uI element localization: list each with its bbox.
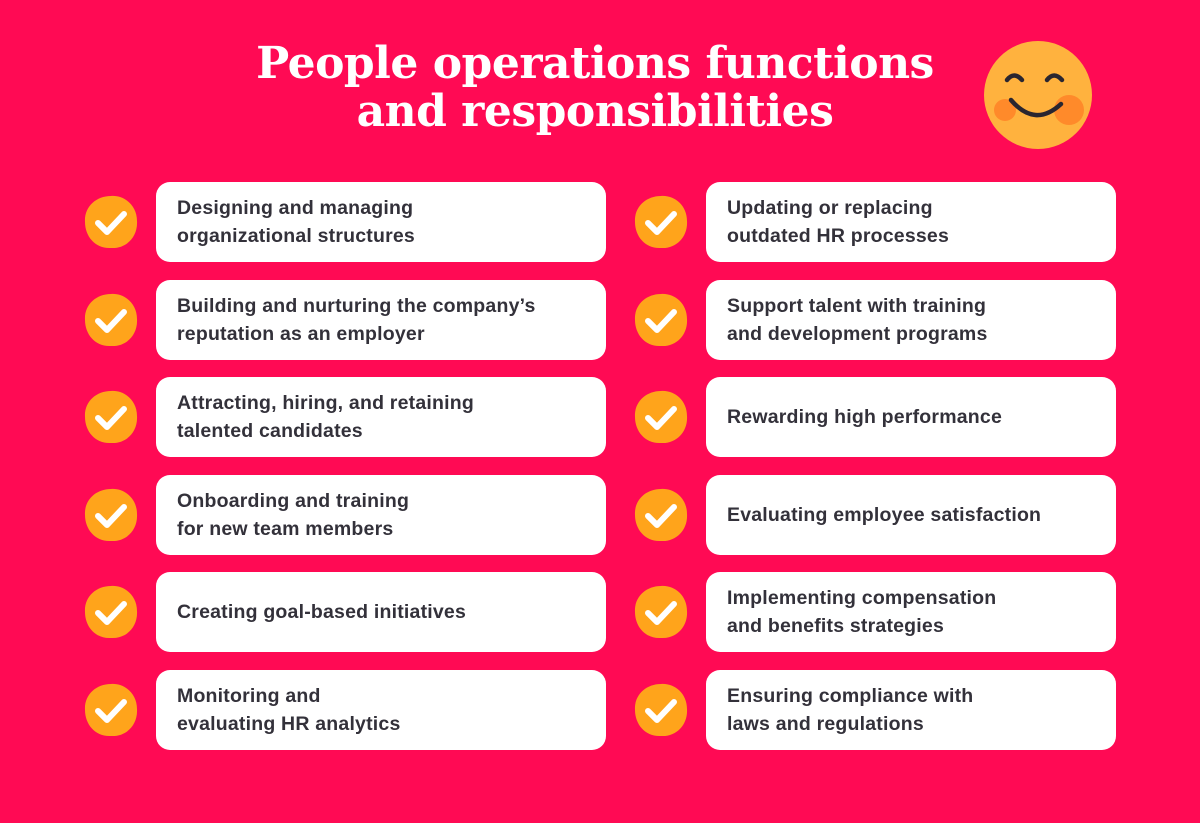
responsibility-card: Evaluating employee satisfaction [706, 474, 1116, 555]
smiley-face-icon [984, 41, 1092, 149]
responsibility-card: Rewarding high performance [706, 377, 1116, 458]
responsibility-card: Implementing compensation and benefits s… [706, 572, 1116, 653]
responsibility-row: Onboarding and training for new team mem… [82, 474, 606, 555]
responsibility-text: Attracting, hiring, and retaining talent… [177, 392, 474, 443]
responsibility-text: Monitoring and evaluating HR analytics [177, 684, 401, 735]
check-circle-icon [84, 683, 138, 737]
check-circle-icon [84, 195, 138, 249]
page-title: People operations functions and responsi… [0, 40, 1190, 136]
check-circle-icon [634, 683, 688, 737]
responsibility-text: Building and nurturing the company’s rep… [177, 294, 536, 345]
responsibility-row: Support talent with training and develop… [632, 279, 1116, 360]
responsibility-text: Onboarding and training for new team mem… [177, 489, 410, 540]
responsibility-row: Attracting, hiring, and retaining talent… [82, 377, 606, 458]
responsibility-row: Evaluating employee satisfaction [632, 474, 1116, 555]
responsibility-text: Implementing compensation and benefits s… [727, 587, 997, 638]
check-circle-icon [634, 488, 688, 541]
right-column: Updating or replacing outdated HR proces… [632, 182, 1116, 768]
responsibility-text: Rewarding high performance [727, 406, 1002, 429]
responsibility-row: Rewarding high performance [632, 377, 1116, 458]
responsibility-row: Updating or replacing outdated HR proces… [632, 182, 1116, 262]
responsibility-row: Creating goal-based initiatives [82, 572, 606, 653]
responsibility-card: Designing and managing organizational st… [156, 182, 606, 262]
responsibility-text: Updating or replacing outdated HR proces… [727, 197, 950, 247]
responsibility-row: Ensuring compliance with laws and regula… [632, 669, 1116, 750]
responsibility-text: Designing and managing organizational st… [177, 197, 415, 247]
check-circle-icon [634, 293, 688, 346]
responsibility-text: Creating goal-based initiatives [177, 601, 467, 624]
responsibility-row: Implementing compensation and benefits s… [632, 572, 1116, 653]
responsibility-card: Onboarding and training for new team mem… [156, 474, 606, 555]
responsibility-card: Monitoring and evaluating HR analytics [156, 669, 606, 750]
responsibility-card: Creating goal-based initiatives [156, 572, 606, 653]
responsibility-row: Designing and managing organizational st… [82, 182, 606, 262]
left-column: Designing and managing organizational st… [82, 182, 606, 768]
responsibility-row: Building and nurturing the company’s rep… [82, 279, 606, 360]
title-line-1: People operations functions [256, 38, 934, 89]
check-circle-icon [634, 586, 688, 639]
check-circle-icon [634, 195, 688, 249]
responsibility-row: Monitoring and evaluating HR analytics [82, 669, 606, 750]
responsibility-card: Support talent with training and develop… [706, 279, 1116, 360]
check-circle-icon [84, 293, 138, 346]
responsibility-card: Ensuring compliance with laws and regula… [706, 669, 1116, 750]
responsibility-text: Support talent with training and develop… [727, 294, 988, 345]
check-circle-icon [84, 391, 138, 444]
responsibility-card: Building and nurturing the company’s rep… [156, 279, 606, 360]
check-circle-icon [84, 488, 138, 541]
check-circle-icon [84, 586, 138, 639]
responsibility-text: Evaluating employee satisfaction [727, 503, 1042, 526]
check-circle-icon [634, 391, 688, 444]
title-line-2: and responsibilities [356, 86, 834, 137]
responsibility-card: Updating or replacing outdated HR proces… [706, 182, 1116, 262]
responsibility-card: Attracting, hiring, and retaining talent… [156, 377, 606, 458]
responsibility-text: Ensuring compliance with laws and regula… [727, 684, 974, 735]
